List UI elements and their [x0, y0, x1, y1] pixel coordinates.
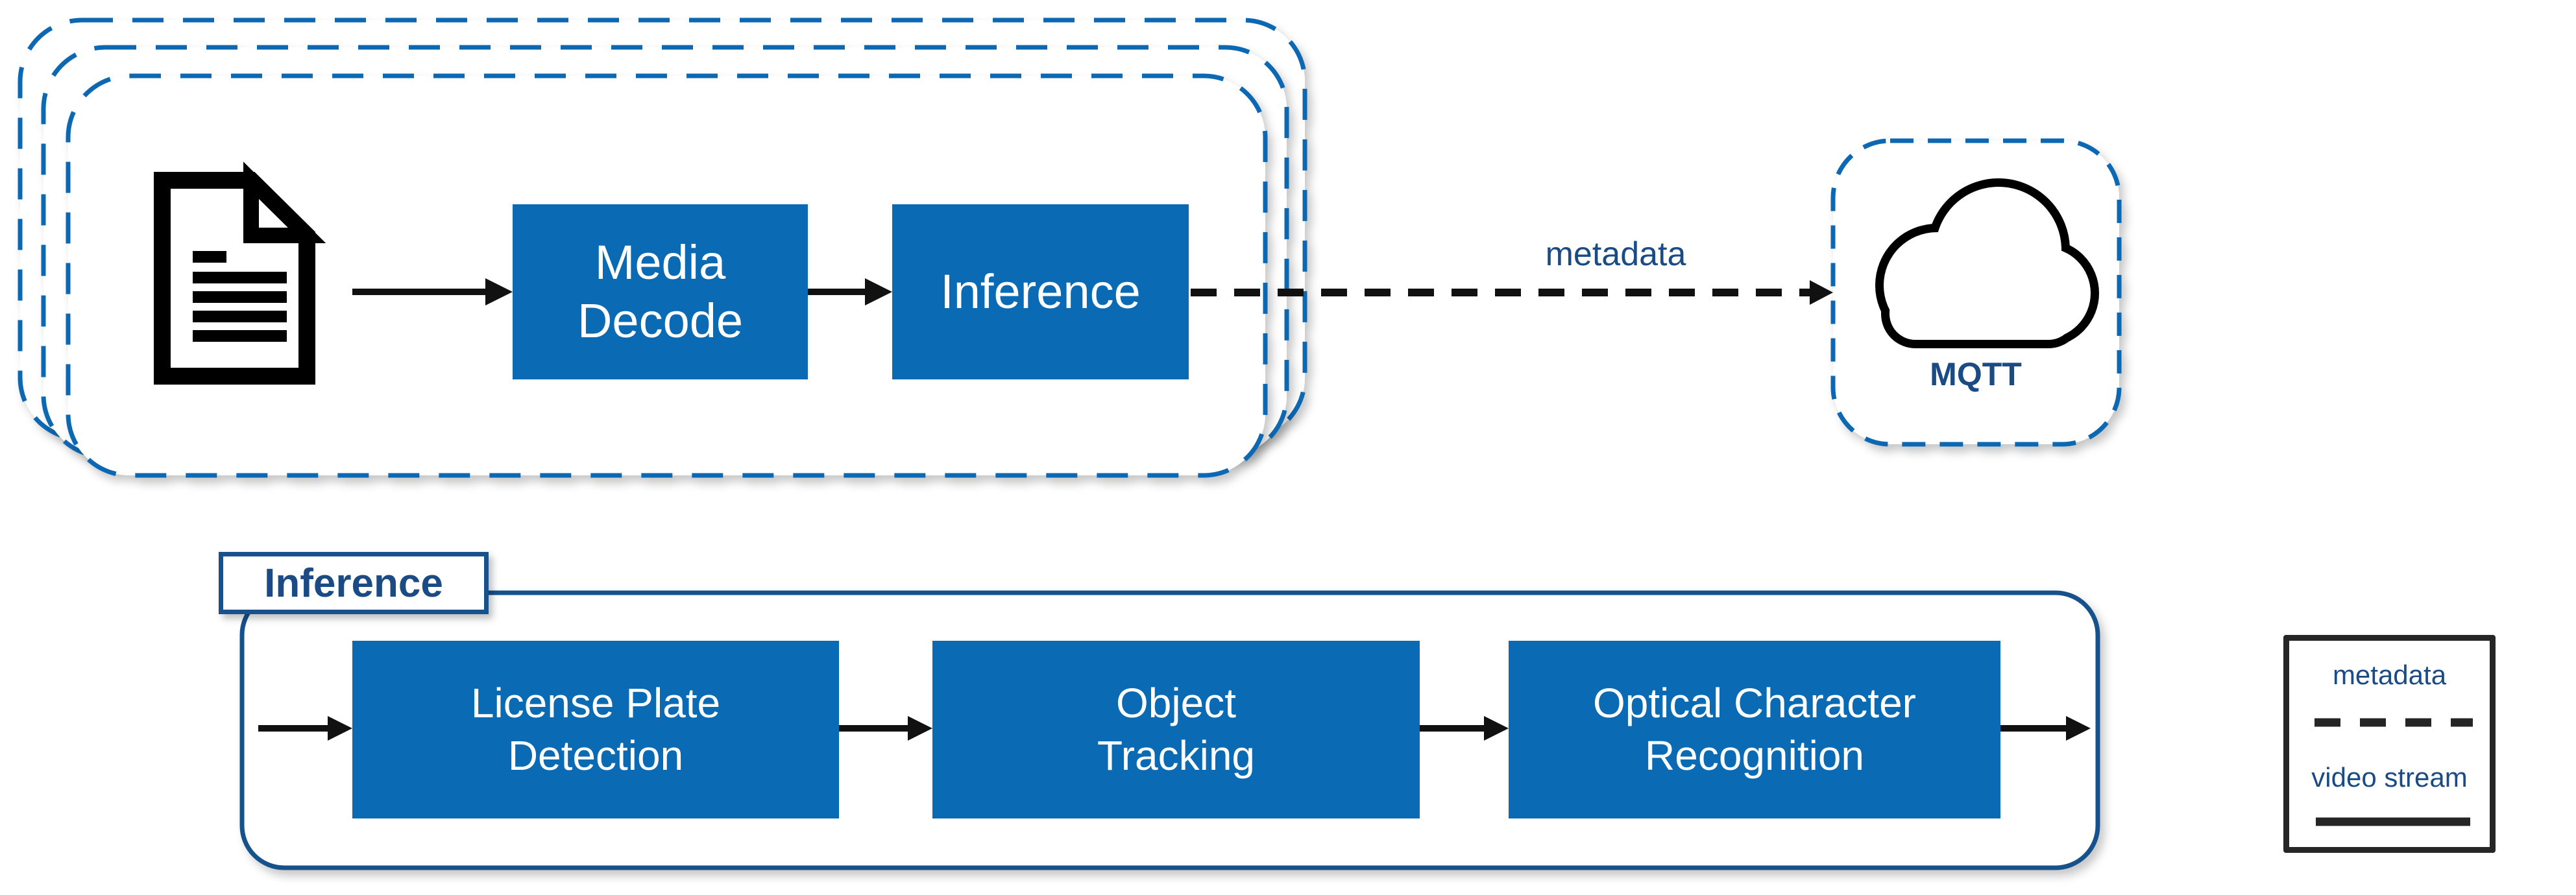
arrow-ocr-out	[2000, 716, 2091, 741]
stage-label: Inference	[940, 264, 1141, 318]
stage-box-ocr: Optical Character Recognition	[1509, 641, 2000, 818]
document-text-line	[193, 311, 287, 322]
stage-label: License Plate Detection	[470, 680, 721, 779]
inference-detail-title: Inference	[219, 552, 489, 614]
document-icon	[154, 161, 326, 385]
legend-box: metadata video stream	[2283, 635, 2496, 853]
arrow-object-tracking-to-ocr	[1420, 716, 1509, 741]
document-text-line-short	[193, 251, 226, 263]
stage-label: Optical Character Recognition	[1593, 680, 1916, 779]
cloud-icon	[1875, 178, 2099, 348]
document-text-line	[193, 272, 287, 283]
arrow-media-decode-to-inference	[808, 278, 892, 305]
arrow-source-to-media-decode	[352, 278, 513, 305]
document-text-line	[193, 330, 287, 342]
stage-label: Media Decode	[577, 235, 744, 348]
arrow-into-license-plate-detection	[258, 716, 352, 741]
stage-box-license-plate-detection: License Plate Detection	[352, 641, 839, 818]
stage-label: Object Tracking	[1097, 680, 1256, 779]
stage-box-inference: Inference	[892, 204, 1189, 379]
label-mqtt: MQTT	[1930, 356, 2022, 392]
document-fold-corner	[243, 161, 326, 243]
document-text-line	[193, 291, 287, 303]
arrow-lpd-to-object-tracking	[839, 716, 932, 741]
legend-lines	[2315, 718, 2473, 826]
stage-box-media-decode: Media Decode	[513, 204, 808, 379]
arrow-metadata-dashed	[1191, 280, 1833, 305]
stage-box-object-tracking: Object Tracking	[932, 641, 1420, 818]
label-metadata: metadata	[1545, 235, 1686, 273]
legend-item-metadata-label: metadata	[2332, 660, 2447, 690]
legend-item-video-stream-label: video stream	[2311, 762, 2468, 793]
